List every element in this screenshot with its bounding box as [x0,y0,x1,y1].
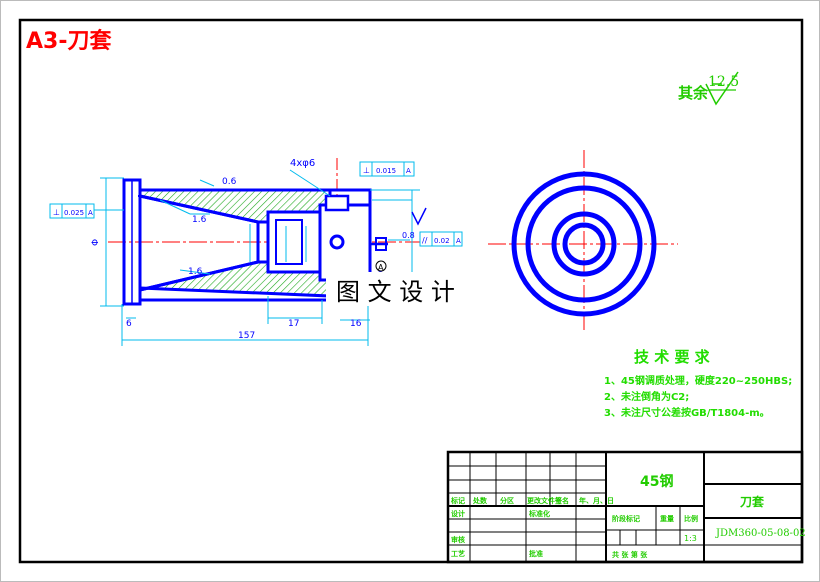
tech-item-2: 2、未注倒角为C2; [604,390,689,403]
label-change-doc: 更改文件号 [527,496,562,505]
side-outer-circle [511,171,657,317]
label-checker: 审核 [451,535,465,544]
technical-requirements: 技 术 要 求 1、45钢调质处理，硬度220~250HBS; 2、未注倒角为C… [604,348,792,419]
label-signature: 签名 [554,496,569,505]
side-flange-circle [525,185,643,303]
dim-pocket: 17 [288,319,299,329]
side-inner-circle [562,222,606,266]
label-process: 工艺 [451,549,465,558]
drawing-number: JDM360-05-08-02 [715,528,806,539]
dim-length: 157 [238,331,255,341]
roughness-symbol: 其余 12.5 [678,71,739,106]
datum-icon: A [375,260,387,272]
roughness-callout-3: 0.8 [402,231,415,240]
roughness-callout-1: 1.6 [192,215,207,225]
svg-text://: // [422,236,428,245]
tolerance-frame-left: ⊥ 0.025 A [49,203,95,219]
sheet-tag: A3-刀套 [26,28,111,54]
cross-hole-icon [329,234,345,250]
chamfer-callout: 0.6 [222,177,237,187]
roughness-callout-2: 1.6 [188,267,203,277]
label-count: 处数 [472,496,488,505]
label-weight: 重量 [660,514,674,523]
svg-text:⊥: ⊥ [363,166,370,175]
title-block: 标记 处数 分区 更改文件号 签名 年、月、日 设计 标准化 审核 工艺 批准 … [446,450,806,564]
label-designer: 设计 [451,509,465,518]
front-view: 4xφ6 0.6 1.6 1.6 0.8 6 17 16 157 5 Φ ⊥ 0… [49,158,463,346]
label-zone: 分区 [500,496,514,505]
watermark-text: 图 文 设 计 [336,278,455,306]
svg-text:A: A [456,237,461,245]
label-sheets: 共 张 第 张 [612,550,648,559]
material: 45钢 [640,473,673,490]
label-ratio: 比例 [684,514,698,523]
svg-text:0.025: 0.025 [64,209,84,217]
roughness-check-icon [705,71,739,106]
dim-block: 16 [350,319,362,329]
tolerance-frame-top: ⊥ 0.015 A [359,161,415,177]
side-bore-circle [551,211,617,277]
svg-text:A: A [378,263,384,272]
hole-callout: 4xφ6 [290,158,315,169]
label-date: 年、月、日 [579,496,614,505]
svg-text:A: A [88,209,93,217]
tech-item-1: 1、45钢调质处理，硬度220~250HBS; [604,374,792,387]
svg-text:A: A [406,167,411,175]
dim-diameter: Φ [91,239,101,246]
svg-text:0.02: 0.02 [434,237,450,245]
roughness-prefix: 其余 [678,84,709,102]
label-stage-mark: 阶段标记 [612,514,640,523]
tech-item-3: 3、未注尺寸公差按GB/T1804-m。 [604,406,770,419]
tech-title: 技 术 要 求 [634,348,711,366]
roughness-value: 12.5 [708,74,739,90]
label-mark: 标记 [450,496,465,505]
watermark-bg [326,272,488,306]
label-standardize: 标准化 [528,509,550,518]
label-approve: 批准 [529,549,543,558]
scale-value: 1:3 [684,534,697,543]
svg-text:⊥: ⊥ [53,208,60,217]
drawing-frame [18,18,804,564]
tolerance-frame-right: // 0.02 A [419,231,463,247]
dim-flange: 6 [126,319,132,329]
svg-text:0.015: 0.015 [376,167,396,175]
side-view [488,150,678,330]
end-block [318,203,372,282]
part-name: 刀套 [740,494,765,509]
